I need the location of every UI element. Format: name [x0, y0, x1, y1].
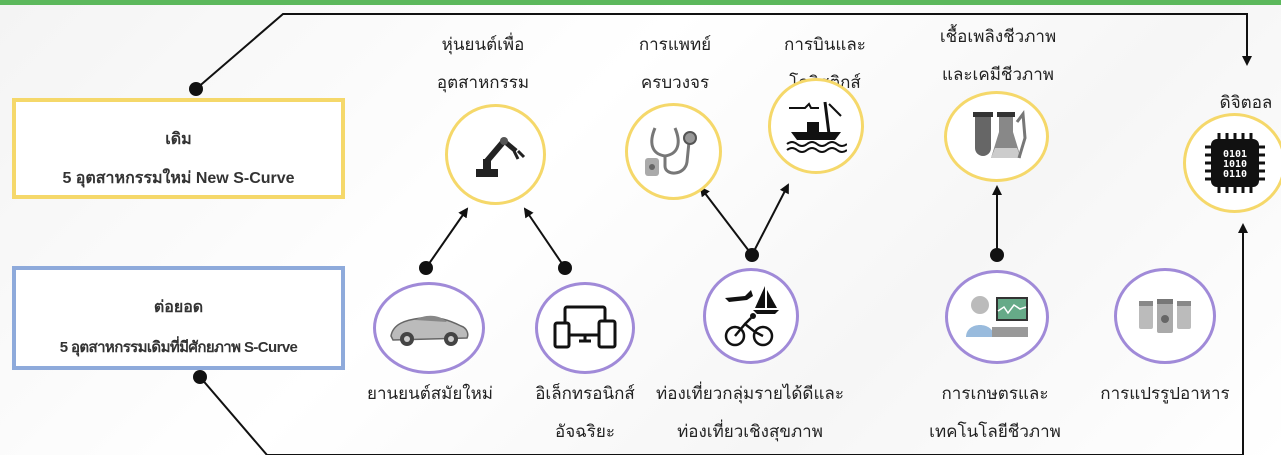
top-loop-dot — [189, 82, 203, 96]
circle-medical — [625, 103, 722, 200]
circle-automotive — [373, 282, 485, 374]
chip-line-2: 1010 — [1222, 159, 1246, 170]
circle-robotics — [445, 104, 546, 205]
travel-icon — [724, 286, 779, 347]
label-agriculture: การเกษตรและเทคโนโลยีชีวภาพ — [929, 384, 1061, 442]
circle-aviation-logistics — [768, 78, 864, 174]
tourism-to-aviation-line — [751, 183, 789, 256]
agri-dot — [990, 248, 1004, 262]
car-icon — [390, 315, 469, 346]
top-loop-line — [195, 13, 1252, 90]
label-robotics: หุ่นยนต์เพื่ออุตสาหกรรม — [436, 35, 530, 93]
devices-icon — [553, 305, 617, 349]
electronics-dot — [558, 261, 572, 275]
bottom-loop-line — [199, 223, 1248, 455]
chip-line-3: 0110 — [1222, 169, 1246, 180]
circle-food-processing — [1114, 268, 1216, 364]
label-biofuel: เชื้อเพลิงชีวภาพและเคมีชีวภาพ — [939, 27, 1057, 85]
label-food-processing: การแปรรูปอาหาร — [1100, 384, 1230, 404]
box-extend-title: ต่อยอด — [153, 299, 204, 316]
box-first-s-curve: ต่อยอด 5 อุตสาหกรรมเดิมที่มีศักยภาพ S-Cu… — [12, 266, 345, 370]
box-new-s-curve: เดิม 5 อุตสาหกรรมใหม่ New S-Curve — [12, 98, 345, 199]
robot-arm-icon — [475, 136, 525, 177]
port-logistics-icon — [786, 101, 847, 153]
label-automotive: ยานยนต์สมัยใหม่ — [366, 384, 493, 404]
circle-electronics — [535, 282, 635, 374]
box-old-title: เดิม — [165, 131, 192, 148]
tourism-to-medical-line — [699, 186, 753, 256]
box-extend-subtitle: 5 อุตสาหกรรมเดิมที่มีศักยภาพ S-Curve — [59, 339, 298, 356]
chip-line-1: 0101 — [1222, 149, 1246, 160]
label-electronics: อิเล็กทรอนิกส์อัจฉริยะ — [535, 384, 635, 442]
car-to-robot-line — [425, 207, 469, 269]
box-old-subtitle: 5 อุตสาหกรรมใหม่ New S-Curve — [62, 170, 295, 187]
food-jars-icon — [1139, 299, 1191, 333]
microchip-icon: 0101 1010 0110 — [1204, 133, 1265, 193]
agri-biotech-icon — [966, 296, 1028, 337]
electronics-to-robot-line — [523, 207, 566, 269]
label-tourism: ท่องเที่ยวกลุ่มรายได้ดีและท่องเที่ยวเชิง… — [656, 384, 844, 442]
label-medical: การแพทย์ครบวงจร — [638, 35, 712, 93]
tourism-dot — [745, 248, 759, 262]
bottom-loop-dot — [193, 370, 207, 384]
circle-digital: 0101 1010 0110 — [1183, 113, 1281, 213]
car-dot — [419, 261, 433, 275]
circle-tourism — [703, 268, 799, 364]
top-accent-bar — [0, 0, 1281, 5]
stethoscope-icon — [644, 126, 697, 176]
lab-flask-icon — [972, 109, 1027, 158]
label-digital: ดิจิตอล — [1219, 93, 1273, 113]
circle-agriculture — [945, 270, 1049, 364]
circle-biofuel — [944, 91, 1049, 182]
